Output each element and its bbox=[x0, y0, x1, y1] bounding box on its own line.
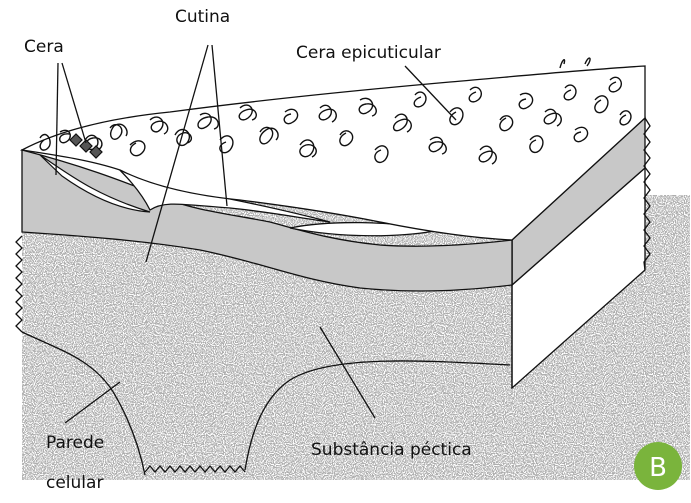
label-celular: celular bbox=[46, 473, 103, 493]
parede-celular-leader bbox=[65, 382, 120, 423]
cera-leader-1 bbox=[56, 63, 58, 175]
panel-badge: B bbox=[634, 442, 682, 490]
panel-badge-letter: B bbox=[649, 453, 667, 483]
label-cutina: Cutina bbox=[175, 7, 230, 27]
label-cera-epicuticular: Cera epicuticular bbox=[296, 43, 441, 63]
label-parede: Parede bbox=[46, 433, 104, 453]
label-cera: Cera bbox=[24, 37, 64, 57]
zigzag-left bbox=[16, 236, 22, 332]
cell-wall-left-edge bbox=[22, 332, 145, 475]
label-substancia-pectica: Substância péctica bbox=[311, 440, 472, 460]
